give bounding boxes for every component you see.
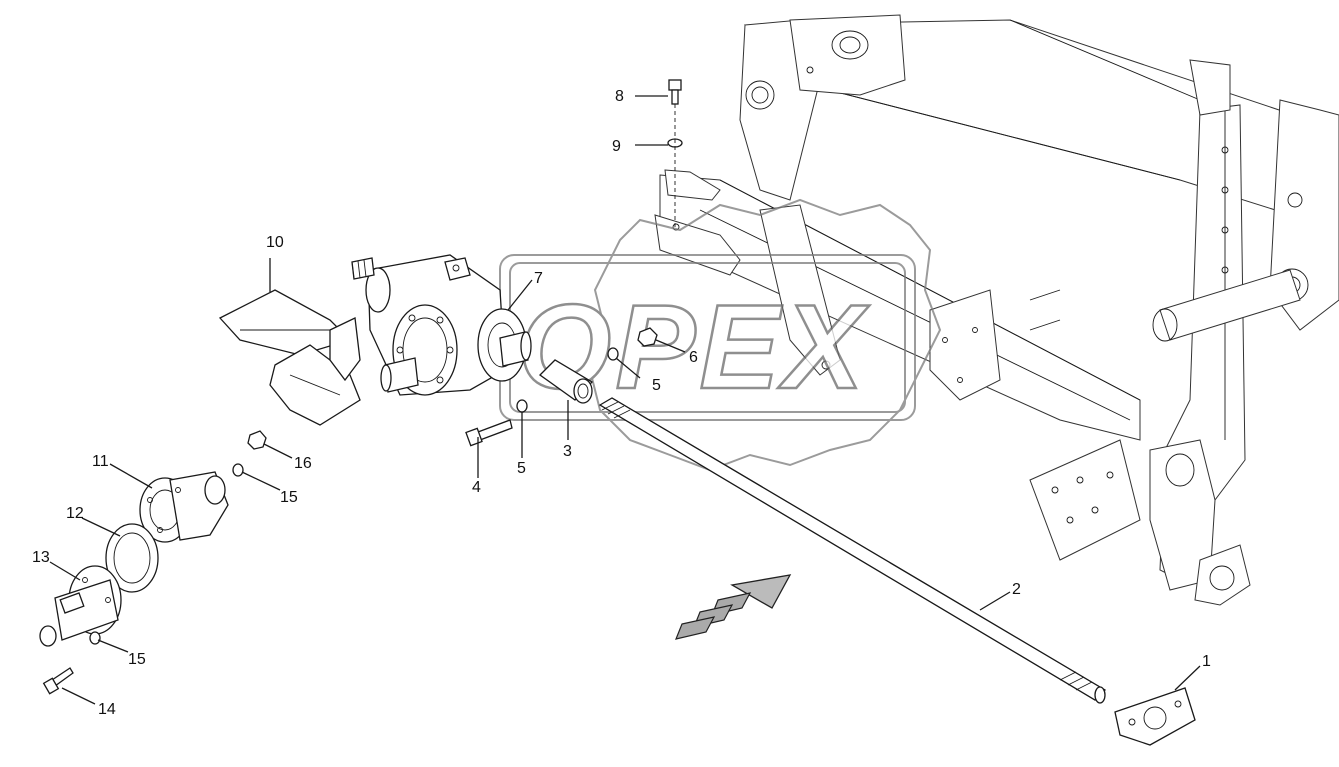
part-15-washer-lower bbox=[89, 631, 101, 645]
callout-3: 3 bbox=[563, 443, 572, 460]
callout-15-lower: 15 bbox=[128, 651, 146, 668]
callout-5-lower: 5 bbox=[517, 460, 526, 477]
callout-5-upper: 5 bbox=[652, 377, 661, 394]
part-11-flange-housing bbox=[139, 471, 229, 543]
watermark-text: OPEX bbox=[518, 280, 870, 414]
part-2-drive-shaft bbox=[598, 397, 1107, 704]
callout-12: 12 bbox=[66, 505, 84, 522]
callout-2: 2 bbox=[1012, 581, 1021, 598]
opex-watermark: OPEX bbox=[499, 198, 942, 472]
callout-6: 6 bbox=[689, 349, 698, 366]
part-12-gasket bbox=[105, 523, 159, 593]
part-15-washer-upper bbox=[232, 463, 244, 477]
callout-4: 4 bbox=[472, 479, 481, 496]
callout-9: 9 bbox=[612, 138, 621, 155]
callout-11: 11 bbox=[92, 453, 109, 470]
part-14-bolt bbox=[42, 667, 74, 695]
part-4-bolt bbox=[465, 419, 513, 447]
callout-16: 16 bbox=[294, 455, 312, 472]
machine-frame bbox=[654, 14, 1339, 606]
callout-8: 8 bbox=[615, 88, 624, 105]
part-5-washer-lower bbox=[516, 399, 528, 413]
callout-14: 14 bbox=[98, 701, 116, 718]
callout-10: 10 bbox=[266, 234, 284, 251]
part-16-nut bbox=[247, 430, 267, 450]
part-6-nut bbox=[637, 327, 658, 347]
part-13-universal-joint bbox=[39, 565, 122, 647]
part-3-sleeve bbox=[538, 359, 594, 404]
part-10-guard-shield bbox=[218, 289, 361, 426]
part-7-gearbox bbox=[351, 254, 532, 396]
callout-7: 7 bbox=[534, 270, 543, 287]
callout-1: 1 bbox=[1202, 653, 1211, 670]
callout-labels: 1 2 3 4 5 5 6 7 8 9 10 11 12 13 14 15 15… bbox=[32, 88, 1211, 718]
part-5-washer-upper bbox=[607, 347, 619, 361]
callout-15-upper: 15 bbox=[280, 489, 298, 506]
travel-direction-arrow bbox=[675, 574, 792, 640]
part-1-flange-plate bbox=[1114, 687, 1196, 746]
leader-lines bbox=[49, 95, 1201, 705]
part-8-bolt bbox=[668, 79, 682, 105]
callout-13: 13 bbox=[32, 549, 50, 566]
